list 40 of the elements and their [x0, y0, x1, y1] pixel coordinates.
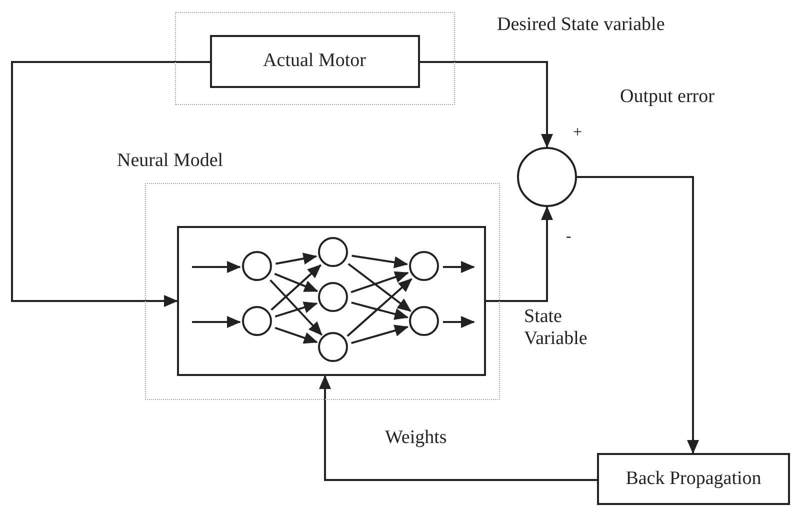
arrow: [351, 302, 409, 320]
edge-label: Output error: [620, 86, 714, 108]
arrow: [350, 271, 409, 294]
sign-label: +: [573, 124, 582, 142]
arrow: [420, 61, 553, 148]
arrow: [270, 279, 322, 336]
summing-junction-circle: [517, 147, 577, 207]
arrow: [274, 272, 318, 292]
arrow: [352, 254, 408, 268]
neuron-circle: [318, 282, 348, 312]
arrow: [192, 261, 241, 273]
neuron-circle: [242, 306, 272, 336]
arrow: [443, 261, 475, 273]
edge-label: Weights: [385, 427, 447, 449]
annotation-text: Desired State variable: [497, 14, 665, 36]
arrow: [274, 302, 318, 318]
process-box: Back Propagation: [597, 453, 790, 505]
neuron-circle: [409, 306, 439, 336]
arrow: [319, 375, 597, 481]
process-box: Actual Motor: [210, 34, 420, 88]
neuron-circle: [242, 251, 272, 281]
arrow: [276, 252, 318, 265]
sign-label: -: [566, 228, 572, 246]
arrow: [577, 176, 699, 454]
arrow: [486, 206, 553, 302]
neuron-circle: [318, 332, 348, 362]
dotted-group-box: [175, 12, 455, 105]
arrow: [348, 263, 412, 312]
network-box: [176, 226, 486, 376]
edge-label: State Variable: [524, 306, 588, 350]
group-heading: Neural Model: [117, 150, 224, 172]
arrow: [351, 324, 409, 344]
arrow: [274, 326, 318, 344]
arrow: [11, 61, 210, 307]
arrow: [270, 264, 322, 311]
neuron-circle: [409, 251, 439, 281]
arrow: [346, 278, 412, 337]
arrow: [443, 316, 475, 328]
neuron-circle: [318, 237, 348, 267]
arrow: [192, 316, 241, 328]
